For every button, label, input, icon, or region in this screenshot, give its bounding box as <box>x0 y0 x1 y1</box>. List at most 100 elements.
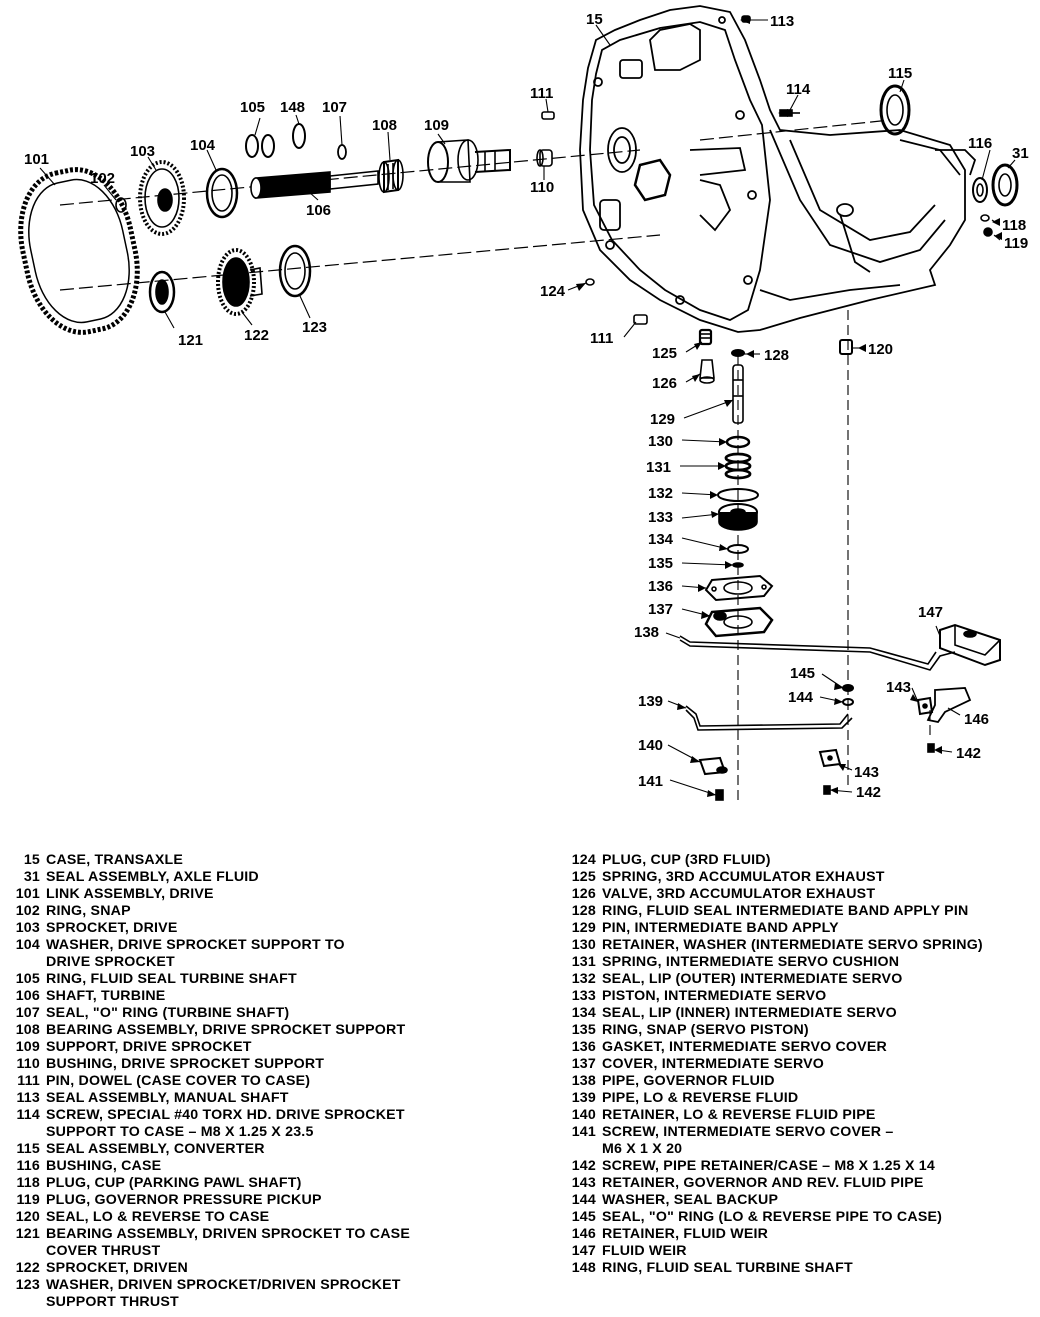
leader-lines <box>39 19 1016 796</box>
legend-item-description: VALVE, 3RD ACCUMULATOR EXHAUST <box>602 886 876 902</box>
lo-reverse-fluid-pipe <box>685 705 853 731</box>
legend-item-number: 143 <box>571 1175 596 1191</box>
legend-item-number: 110 <box>16 1056 40 1072</box>
callout-133: 133 <box>648 509 673 526</box>
legend-item-number: 101 <box>15 886 40 902</box>
callout-138: 138 <box>634 624 659 641</box>
legend-item-number: 106 <box>15 988 40 1004</box>
servo-piston <box>718 503 758 531</box>
servo-cover-screw <box>715 789 724 801</box>
callout-143-upper: 143 <box>886 679 911 696</box>
callout-110: 110 <box>530 179 554 196</box>
callout-147: 147 <box>918 604 943 621</box>
legend-item-number: 146 <box>571 1226 596 1242</box>
legend-item-number: 131 <box>571 954 596 970</box>
legend-item-number: 119 <box>16 1192 40 1208</box>
callout-115: 115 <box>888 65 912 82</box>
legend-item-description: SPRING, 3RD ACCUMULATOR EXHAUST <box>602 869 885 885</box>
lower-axis-line <box>59 234 661 291</box>
legend-item-description: LINK ASSEMBLY, DRIVE <box>46 886 214 902</box>
legend-item: 148 RING, FLUID SEAL TURBINE SHAFT <box>562 1260 1032 1277</box>
legend-item-description: CASE, TRANSAXLE <box>46 852 184 868</box>
third-fluid-cup-plug <box>585 278 595 286</box>
callout-108: 108 <box>372 117 397 134</box>
callout-125: 125 <box>652 345 677 362</box>
drive-sprocket-washer <box>205 167 239 219</box>
fluid-seal-ring-148 <box>292 123 306 149</box>
callout-148: 148 <box>280 99 305 116</box>
legend-item-description: RETAINER, LO & REVERSE FLUID PIPE <box>602 1107 876 1123</box>
legend-item-number: 122 <box>15 1260 40 1276</box>
servo-cover-gasket <box>704 574 774 602</box>
lo-reverse-pipe-retainer <box>698 756 728 776</box>
legend-item-description: PLUG, CUP (PARKING PAWL SHAFT) <box>46 1175 302 1191</box>
callout-146: 146 <box>964 711 989 728</box>
legend-item-description: RING, FLUID SEAL TURBINE SHAFT <box>602 1260 853 1276</box>
legend-item-description: SEAL, LO & REVERSE TO CASE <box>46 1209 270 1225</box>
legend-item: 126 VALVE, 3RD ACCUMULATOR EXHAUST <box>562 886 1032 903</box>
third-accumulator-valve <box>699 359 715 384</box>
fluid-weir-retainer <box>926 687 972 723</box>
callout-144: 144 <box>788 689 814 706</box>
legend-item-number: 132 <box>571 971 596 987</box>
legend-item-number: 133 <box>571 988 596 1004</box>
callout-132: 132 <box>648 485 673 502</box>
governor-pipe-retainer <box>916 696 934 716</box>
legend-item-description: PLUG, CUP (3RD FLUID) <box>602 852 771 868</box>
drive-sprocket-support <box>427 139 511 183</box>
legend-item-number: 102 <box>15 903 40 919</box>
legend-item-description: WASHER, SEAL BACKUP <box>602 1192 779 1208</box>
legend-item-description: PIN, DOWEL (CASE COVER TO CASE) <box>46 1073 311 1089</box>
legend-item-description: SEAL ASSEMBLY, AXLE FLUID <box>46 869 259 885</box>
callout-139: 139 <box>638 693 663 710</box>
exploded-view-diagram: 15 113 111 114 115 116 31 118 119 120 10… <box>18 5 1029 801</box>
callout-111-lower: 111 <box>590 330 613 347</box>
legend-item-description: SPRING, INTERMEDIATE SERVO CUSHION <box>602 954 900 970</box>
legend-item-number: 142 <box>571 1158 596 1174</box>
legend-item-number: 126 <box>571 886 596 902</box>
callout-140: 140 <box>638 737 663 754</box>
legend-item-description: SUPPORT, DRIVE SPROCKET <box>46 1039 252 1055</box>
drive-sprocket <box>138 160 186 236</box>
legend-item-description: RETAINER, FLUID WEIR <box>602 1226 769 1242</box>
lo-reverse-case-seal <box>839 339 853 355</box>
legend-item-number: 148 <box>571 1260 596 1276</box>
legend-item-number: 134 <box>571 1005 596 1021</box>
callout-31: 31 <box>1012 145 1029 162</box>
legend-item-number: 111 <box>17 1073 40 1089</box>
turbine-shaft <box>250 170 379 199</box>
legend-item-description: FLUID WEIR <box>602 1243 687 1259</box>
legend-item: 101 LINK ASSEMBLY, DRIVE <box>6 886 476 903</box>
callout-130: 130 <box>648 433 673 450</box>
legend-item-description: SPROCKET, DRIVEN <box>46 1260 188 1276</box>
legend-item-description: BUSHING, DRIVE SPROCKET SUPPORT <box>46 1056 325 1072</box>
callout-101: 101 <box>24 151 49 168</box>
callout-106: 106 <box>306 202 331 219</box>
legend-item-description: RETAINER, GOVERNOR AND REV. FLUID PIPE <box>602 1175 924 1191</box>
legend-item-description: WASHER, DRIVEN SPROCKET/DRIVEN SPROCKET <box>46 1277 401 1293</box>
lower-governor-pipe-retainer <box>818 748 842 768</box>
legend-item-description: PISTON, INTERMEDIATE SERVO <box>602 988 827 1004</box>
callout-131: 131 <box>646 459 671 476</box>
pipe-retainer-screw-right <box>927 743 935 753</box>
callout-141: 141 <box>638 773 663 790</box>
legend-item-description-continued: DRIVE SPROCKET <box>46 954 175 970</box>
servo-cover <box>704 606 774 638</box>
callout-107: 107 <box>322 99 347 116</box>
axle-fluid-seal <box>991 163 1019 207</box>
legend-item-description: RING, FLUID SEAL INTERMEDIATE BAND APPLY… <box>602 903 969 919</box>
pipe-retainer-screw-lower <box>823 785 831 795</box>
band-apply-pin <box>732 364 744 424</box>
legend-item-description: SEAL ASSEMBLY, CONVERTER <box>46 1141 265 1157</box>
